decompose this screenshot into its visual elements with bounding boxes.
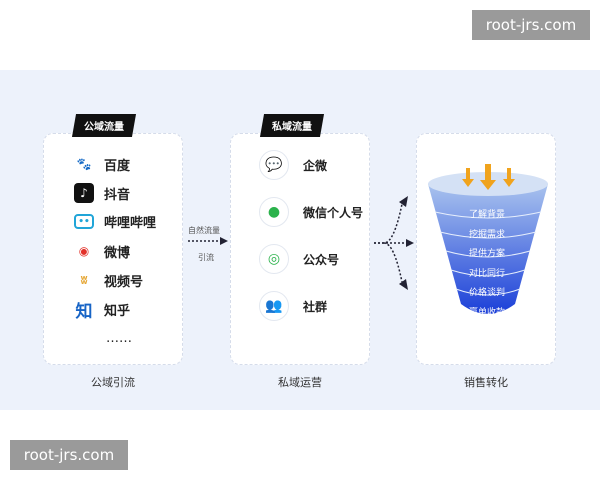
- private-traffic-tag: 私域流量: [259, 114, 325, 137]
- branch-arrows-icon: [374, 196, 414, 290]
- watermark: root-jrs.com: [10, 440, 128, 470]
- bilibili-tv-icon: ••: [74, 214, 94, 229]
- flow-label-top: 自然流量: [188, 226, 220, 235]
- item-label: 知乎: [104, 303, 131, 319]
- list-item-wecom: 💬 企微: [259, 150, 327, 180]
- public-caption: 公域引流: [91, 376, 135, 389]
- more-ellipsis: ……: [106, 331, 132, 346]
- official-account-icon: ◎: [259, 244, 289, 274]
- public-traffic-tag: 公域流量: [71, 114, 137, 137]
- list-item-baidu: 🐾 百度: [74, 154, 131, 174]
- inflow-arrows-icon: [462, 164, 515, 190]
- sales-caption: 销售转化: [464, 376, 508, 389]
- wecom-icon: 💬: [259, 150, 289, 180]
- community-users-icon: 👥: [259, 291, 289, 321]
- public-traffic-card: 🐾 百度 ♪ 抖音 •• 哔哩哔哩 ◉ 微博 ʬ 视频号 知知乎 ……: [43, 133, 183, 365]
- list-item-channels: ʬ 视频号: [74, 270, 143, 290]
- funnel-stage: 提供方案: [468, 249, 505, 259]
- weibo-eye-icon: ◉: [78, 244, 90, 258]
- wechat-icon: ●: [259, 197, 289, 227]
- baidu-paw-icon: 🐾: [76, 157, 92, 171]
- funnel-stage: 了解背景: [468, 210, 505, 220]
- list-item-weibo: ◉ 微博: [74, 241, 130, 261]
- item-label: 微博: [104, 245, 131, 261]
- douyin-icon: ♪: [74, 183, 94, 203]
- item-label: 百度: [104, 158, 131, 174]
- zhihu-icon: 知: [75, 301, 93, 322]
- item-label: 企微: [303, 158, 328, 173]
- list-item-wechat: ● 微信个人号: [259, 197, 363, 227]
- list-item-official-account: ◎ 公众号: [259, 244, 339, 274]
- item-label: 哔哩哔哩: [104, 216, 157, 231]
- funnel-stage: 价格谈判: [468, 288, 505, 298]
- sales-funnel: [428, 164, 548, 314]
- funnel-stage: 挖掘需求: [468, 229, 505, 240]
- channels-butterfly-icon: ʬ: [80, 273, 88, 287]
- funnel-stage: 对比同行: [468, 268, 505, 279]
- private-traffic-card: 💬 企微 ● 微信个人号 ◎ 公众号 👥 社群: [230, 133, 370, 365]
- watermark: root-jrs.com: [472, 10, 590, 40]
- item-label: 微信个人号: [303, 205, 364, 220]
- item-label: 公众号: [303, 252, 340, 267]
- sales-conversion-card: 了解背景挖掘需求提供方案对比同行价格谈判赢单收款: [416, 133, 556, 365]
- list-item-douyin: ♪ 抖音: [74, 183, 130, 203]
- item-label: 视频号: [104, 274, 144, 290]
- private-caption: 私域运营: [278, 376, 322, 389]
- list-item-community: 👥 社群: [259, 291, 327, 321]
- list-item-bilibili: •• 哔哩哔哩: [74, 212, 156, 231]
- flow-label-bottom: 引流: [198, 253, 214, 262]
- funnel-stage: 赢单收款: [468, 307, 505, 318]
- list-item-zhihu: 知知乎: [74, 299, 131, 322]
- dotted-arrow-icon: [188, 237, 228, 245]
- item-label: 社群: [303, 299, 328, 314]
- item-label: 抖音: [104, 187, 131, 203]
